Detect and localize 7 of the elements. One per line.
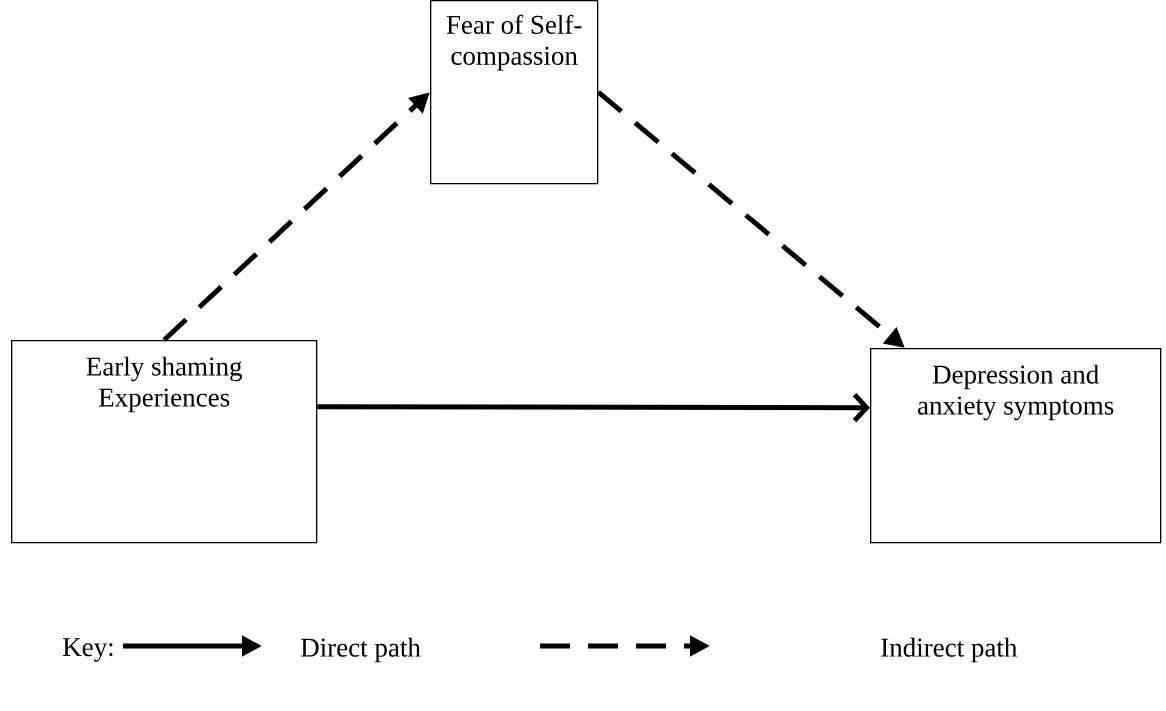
legend-text: Indirect path xyxy=(881,637,1018,663)
legend-text: Direct path xyxy=(301,637,421,663)
text-box: Fear of Self-compassion xyxy=(430,0,599,185)
key-label: Key: xyxy=(63,638,113,662)
text-box: Depression and anxiety symptoms xyxy=(870,348,1162,544)
text-box: Early shaming Experiences xyxy=(11,340,318,544)
arrow xyxy=(317,392,870,423)
